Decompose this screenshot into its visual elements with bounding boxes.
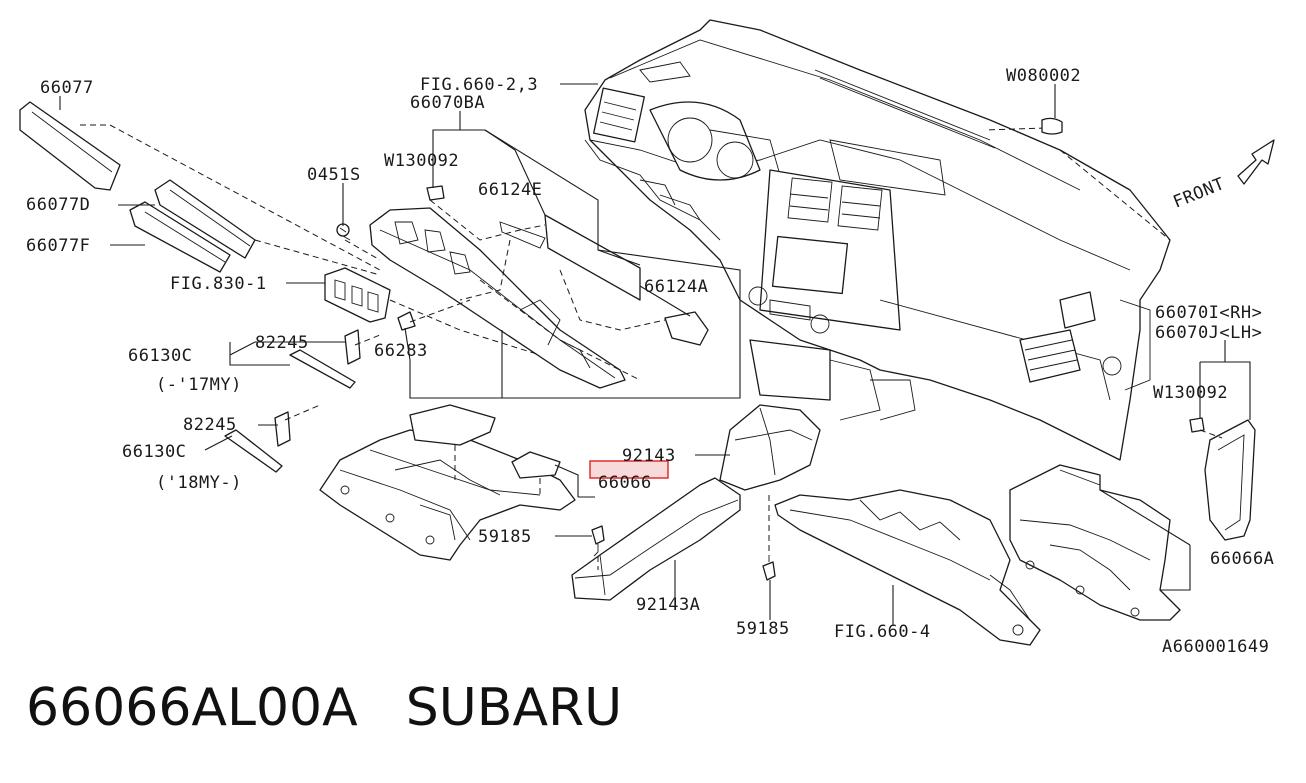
clip-59185-center [762, 556, 776, 581]
duct-92143A [571, 477, 741, 601]
callout-labels: 66077 66077D 66077F 0451S W130092 FIG.83… [26, 66, 1274, 657]
label-66077: 66077 [40, 78, 94, 98]
label-66066A: 66066A [1210, 549, 1274, 569]
clip-59185-left [591, 525, 605, 557]
bracket-66130C-lower [224, 411, 291, 473]
label-18MY: ('18MY-) [156, 473, 242, 493]
label-92143: 92143 [622, 446, 676, 466]
side-trim-66070I-J [1204, 419, 1256, 541]
label-0451S: 0451S [307, 165, 361, 185]
part-number: 66066AL00A [26, 678, 358, 738]
label-66130C-upper: 66130C [128, 346, 192, 366]
leader-lines [59, 83, 1251, 625]
label-fig660-4: FIG.660-4 [834, 622, 931, 642]
label-82245-lower: 82245 [183, 415, 237, 435]
label-w130092-left: W130092 [384, 151, 459, 171]
label-fig830-1: FIG.830-1 [170, 274, 267, 294]
label-82245-upper: 82245 [255, 333, 309, 353]
trim-panel-66077 [19, 101, 121, 191]
label-66070BA: 66070BA [410, 93, 485, 113]
label-59185-center: 59185 [736, 619, 790, 639]
label-w080002: W080002 [1006, 66, 1081, 86]
label-fig660-2-3: FIG.660-2,3 [420, 75, 538, 95]
cover-66124A [664, 311, 709, 346]
reinforcement-bracket-66070BA [369, 207, 626, 389]
clip-66283 [397, 311, 416, 331]
switch-panel-fig830 [324, 267, 391, 323]
under-cover-66066A [1009, 464, 1181, 621]
label-66077D: 66077D [26, 195, 90, 215]
bracket-66130C-upper [289, 329, 361, 389]
label-66130C-lower: 66130C [122, 442, 186, 462]
clip-w080002 [1041, 117, 1063, 135]
front-direction-arrow-icon [1237, 139, 1275, 185]
trim-panel-66077D [154, 179, 256, 259]
label-66124A: 66124A [644, 277, 708, 297]
label-92143A: 92143A [636, 595, 700, 615]
label-diagram-ref: A660001649 [1162, 637, 1269, 657]
label-w130092-right: W130092 [1153, 383, 1228, 403]
cover-66124E [499, 214, 641, 301]
label-66070J-lh: 66070J<LH> [1155, 323, 1262, 343]
highlight-box [589, 460, 669, 479]
clip-w130092-right [1189, 417, 1205, 433]
label-front: FRONT [1170, 174, 1227, 213]
label-66066: 66066 [598, 473, 652, 493]
lower-panel-fig660-4 [774, 489, 1041, 646]
duct-92143 [719, 404, 821, 491]
label-59185-left: 59185 [478, 527, 532, 547]
instrument-panel-assembly [584, 19, 1171, 461]
under-cover-66066 [319, 404, 576, 561]
label-66124E: 66124E [478, 180, 542, 200]
label-17MY: (-'17MY) [156, 375, 242, 395]
label-66070I-rh: 66070I<RH> [1155, 303, 1262, 323]
label-66283: 66283 [374, 341, 428, 361]
bolt-0451S [336, 223, 351, 241]
brand-name: SUBARU [405, 678, 623, 738]
trim-panel-66077F [129, 201, 231, 273]
label-66077F: 66077F [26, 236, 90, 256]
clip-w130092-left [426, 185, 445, 201]
